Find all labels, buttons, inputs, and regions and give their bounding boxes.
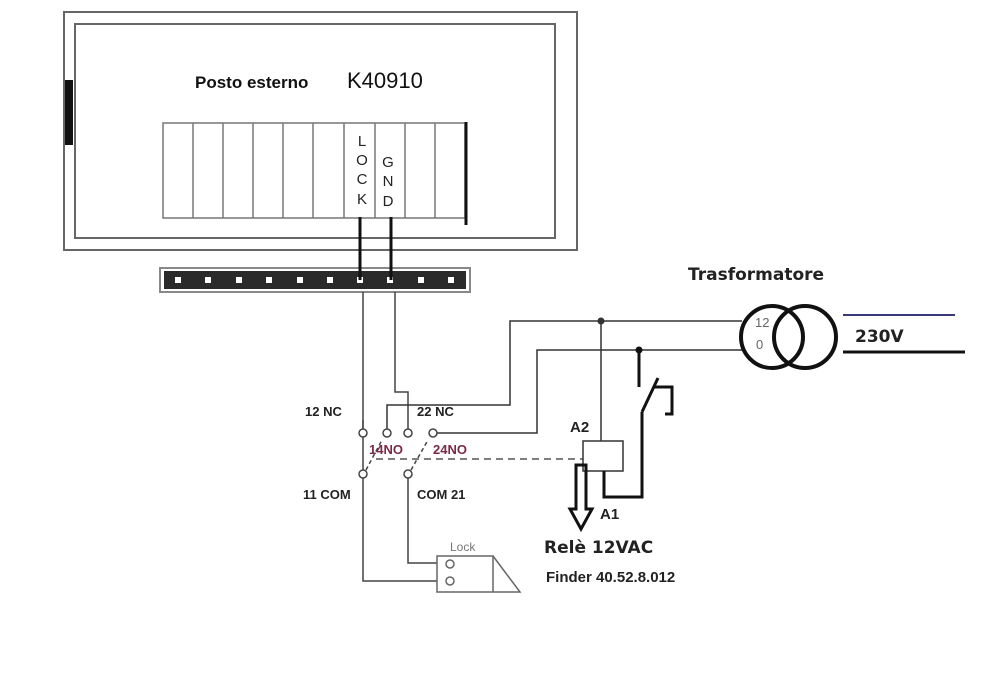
svg-text:C: C xyxy=(357,171,368,188)
gnd-terminal-label: G N D xyxy=(382,154,394,210)
svg-text:G: G xyxy=(382,154,394,171)
svg-text:K: K xyxy=(357,191,367,208)
relay-model: Finder 40.52.8.012 xyxy=(546,569,675,586)
contact-24no-label: 24NO xyxy=(433,442,467,457)
contact-22nc-label: 22 NC xyxy=(417,404,454,419)
contact-14no-label: 14NO xyxy=(369,442,403,457)
intercom-model: K40910 xyxy=(347,68,423,93)
transformer-title: Trasformatore xyxy=(688,265,824,285)
primary-voltage-label: 230V xyxy=(855,327,904,347)
terminal-strip xyxy=(159,267,471,293)
svg-text:D: D xyxy=(383,193,394,210)
relay-coil xyxy=(567,317,644,533)
svg-text:N: N xyxy=(383,173,394,190)
arrow-down-icon xyxy=(567,463,595,533)
transformer xyxy=(739,304,965,370)
contact-com21-label: COM 21 xyxy=(417,487,465,502)
relay-a2-label: A2 xyxy=(570,419,589,436)
svg-text:O: O xyxy=(356,152,368,169)
transformer-12v-label: 12 xyxy=(755,315,769,330)
contact-12nc-label: 12 NC xyxy=(305,404,342,419)
push-button-switch xyxy=(635,346,674,416)
intercom-title: Posto esterno xyxy=(195,73,308,92)
terminal-panel xyxy=(162,122,468,225)
relay-name: Relè 12VAC xyxy=(544,538,653,558)
lock-label: Lock xyxy=(450,540,476,554)
svg-text:L: L xyxy=(358,133,366,150)
lock-device xyxy=(436,555,522,593)
relay-contacts xyxy=(358,428,583,479)
transformer-0v-label: 0 xyxy=(756,337,763,352)
lock-terminal-label: L O C K xyxy=(356,133,368,208)
relay-a1-label: A1 xyxy=(600,506,619,523)
contact-11com-label: 11 COM xyxy=(303,487,351,502)
side-bar xyxy=(65,80,73,145)
intercom-unit: Posto esterno K40910 L O C K G N D xyxy=(63,11,578,251)
